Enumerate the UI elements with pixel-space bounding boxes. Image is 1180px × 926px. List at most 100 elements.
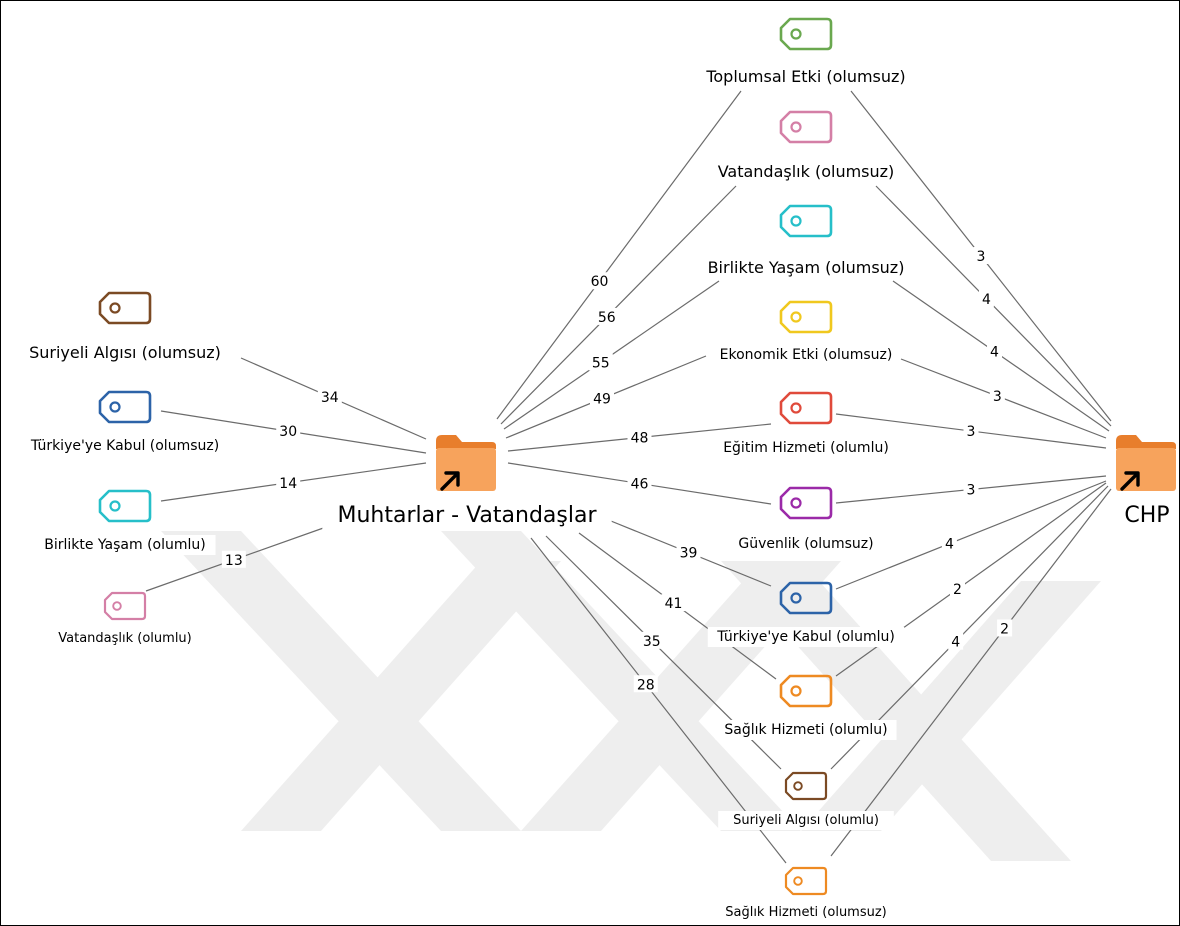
edge-weight-label: 49 <box>593 392 611 408</box>
tag-icon <box>779 17 833 51</box>
code-label: Eğitim Hizmeti (olumlu) <box>723 440 889 456</box>
edge-weight-bg <box>588 353 613 371</box>
tag-icon <box>779 391 833 425</box>
code-label-bg <box>711 161 901 183</box>
edge-weight-label: 3 <box>967 483 976 499</box>
code-label-bg <box>13 342 237 364</box>
edge-muhtar-saglik-hizmeti-olumsuz <box>530 537 787 864</box>
edge-weight-label: 4 <box>990 345 999 361</box>
tag-icon <box>784 866 828 896</box>
edge-weight-bg <box>676 543 701 561</box>
watermark-chevron-3 <box>241 561 561 831</box>
edge-weight-label: 3 <box>993 389 1002 405</box>
code-label: Vatandaşlık (olumsuz) <box>718 162 895 181</box>
code-node-suriyeli-algisi-olumlu[interactable]: Suriyeli Algısı (olumlu) <box>718 771 894 830</box>
code-node-saglik-hizmeti-olumsuz[interactable]: Sağlık Hizmeti (olumsuz) <box>718 866 894 922</box>
edge-weight-bg <box>989 387 1005 405</box>
edge-weight-label: 60 <box>591 274 609 290</box>
watermark-chevron-1 <box>161 531 521 831</box>
edge-chp-saglik-hizmeti-olumsuz <box>830 488 1112 857</box>
edge-weight-bg <box>948 632 964 650</box>
edge-weight-bg <box>973 247 989 264</box>
edge-weight-label: 2 <box>1000 621 1009 637</box>
code-label-bg <box>51 629 199 648</box>
edge-weight-label: 39 <box>680 546 698 562</box>
edge-weight-bg <box>963 422 979 439</box>
code-label: Birlikte Yaşam (olumsuz) <box>708 258 905 277</box>
code-label-bg <box>715 345 897 365</box>
edge-weight-bg <box>633 675 658 693</box>
hub-node-muhtar[interactable]: Muhtarlar - Vatandaşlar <box>322 435 612 530</box>
edge-muhtar-vatandaslik-olumsuz <box>500 185 737 425</box>
code-node-saglik-hizmeti-olumlu[interactable]: Sağlık Hizmeti (olumlu) <box>715 674 897 740</box>
tag-icon <box>103 591 147 621</box>
code-label-bg <box>734 534 878 554</box>
code-node-birlikte-yasam-olumsuz[interactable]: Birlikte Yaşam (olumsuz) <box>698 204 914 279</box>
edge-weight-label: 46 <box>631 477 649 493</box>
code-node-toplumsal-etki-olumsuz[interactable]: Toplumsal Etki (olumsuz) <box>698 17 914 88</box>
edge-weight-bg <box>963 480 979 498</box>
code-label-bg <box>34 535 216 555</box>
tag-icon <box>784 771 828 801</box>
edge-weight-label: 4 <box>951 635 960 651</box>
tag-icon <box>779 581 833 615</box>
code-label-bg <box>718 903 894 922</box>
code-node-birlikte-yasam-olumlu[interactable]: Birlikte Yaşam (olumlu) <box>34 489 216 555</box>
code-label: Türkiye'ye Kabul (olumsuz) <box>30 438 219 454</box>
edge-weight-label: 3 <box>967 424 976 440</box>
code-node-guvenlik-olumsuz[interactable]: Güvenlik (olumsuz) <box>734 486 878 554</box>
edge-weight-label: 35 <box>643 634 661 650</box>
edge-weight-label: 55 <box>592 355 610 371</box>
code-label: Suriyeli Algısı (olumsuz) <box>29 343 221 362</box>
nodes-layer: Toplumsal Etki (olumsuz) Vatandaşlık (olu… <box>13 17 1176 922</box>
folder-shortcut-icon <box>436 435 496 491</box>
edge-weight-label: 48 <box>631 431 649 447</box>
code-label: Vatandaşlık (olumlu) <box>58 631 192 646</box>
edge-weight-bg <box>639 631 664 649</box>
code-label-bg <box>698 257 914 279</box>
code-label: Toplumsal Etki (olumsuz) <box>705 67 905 86</box>
edge-weight-label: 13 <box>225 553 243 569</box>
code-label: Sağlık Hizmeti (olumlu) <box>724 722 887 738</box>
edge-weight-label: 34 <box>321 390 339 406</box>
hub-label-bg <box>322 500 612 530</box>
code-node-turkiyeye-kabul-olumlu[interactable]: Türkiye'ye Kabul (olumlu) <box>707 581 905 647</box>
hub-node-chp[interactable]: CHP <box>1116 435 1176 530</box>
folder-shortcut-icon <box>1116 435 1176 491</box>
edge-weight-bg <box>590 389 614 407</box>
edge-weight-label: 41 <box>665 596 683 612</box>
edge-weight-bg <box>276 422 301 440</box>
code-node-egitim-hizmeti-olumlu[interactable]: Eğitim Hizmeti (olumlu) <box>715 391 897 458</box>
code-node-vatandaslik-olumlu[interactable]: Vatandaşlık (olumlu) <box>51 591 199 648</box>
edge-weight-label: 56 <box>598 310 616 326</box>
edge-weight-bg <box>941 534 957 552</box>
tag-icon <box>779 110 833 144</box>
code-label-bg <box>22 436 228 456</box>
tag-icon <box>779 204 833 238</box>
code-label-bg <box>715 720 897 740</box>
tag-icon <box>779 674 833 708</box>
edge-weight-bg <box>594 307 619 325</box>
code-node-vatandaslik-olumsuz[interactable]: Vatandaşlık (olumsuz) <box>711 110 901 183</box>
edge-weight-bg <box>221 550 246 568</box>
tag-icon <box>779 486 833 520</box>
code-label: Suriyeli Algısı (olumlu) <box>733 813 879 828</box>
code-label: Birlikte Yaşam (olumlu) <box>44 537 206 553</box>
edge-weight-bg <box>661 594 686 612</box>
edge-weight-bg <box>978 289 994 307</box>
edge-weight-label: 3 <box>977 249 986 265</box>
code-node-ekonomik-etki-olumsuz[interactable]: Ekonomik Etki (olumsuz) <box>715 300 897 365</box>
hub-label: Muhtarlar - Vatandaşlar <box>337 503 597 528</box>
edge-muhtar-toplumsal-etki-olumsuz <box>496 90 742 420</box>
code-label: Sağlık Hizmeti (olumsuz) <box>725 905 887 920</box>
code-node-turkiyeye-kabul-olumsuz[interactable]: Türkiye'ye Kabul (olumsuz) <box>22 390 228 456</box>
edge-weight-bg <box>987 342 1003 360</box>
code-label-bg <box>715 438 897 458</box>
code-label-bg <box>698 66 914 88</box>
edge-weight-bg <box>276 473 301 491</box>
edge-weight-label: 14 <box>279 476 297 492</box>
code-node-suriyeli-algisi-olumsuz[interactable]: Suriyeli Algısı (olumsuz) <box>13 291 237 364</box>
